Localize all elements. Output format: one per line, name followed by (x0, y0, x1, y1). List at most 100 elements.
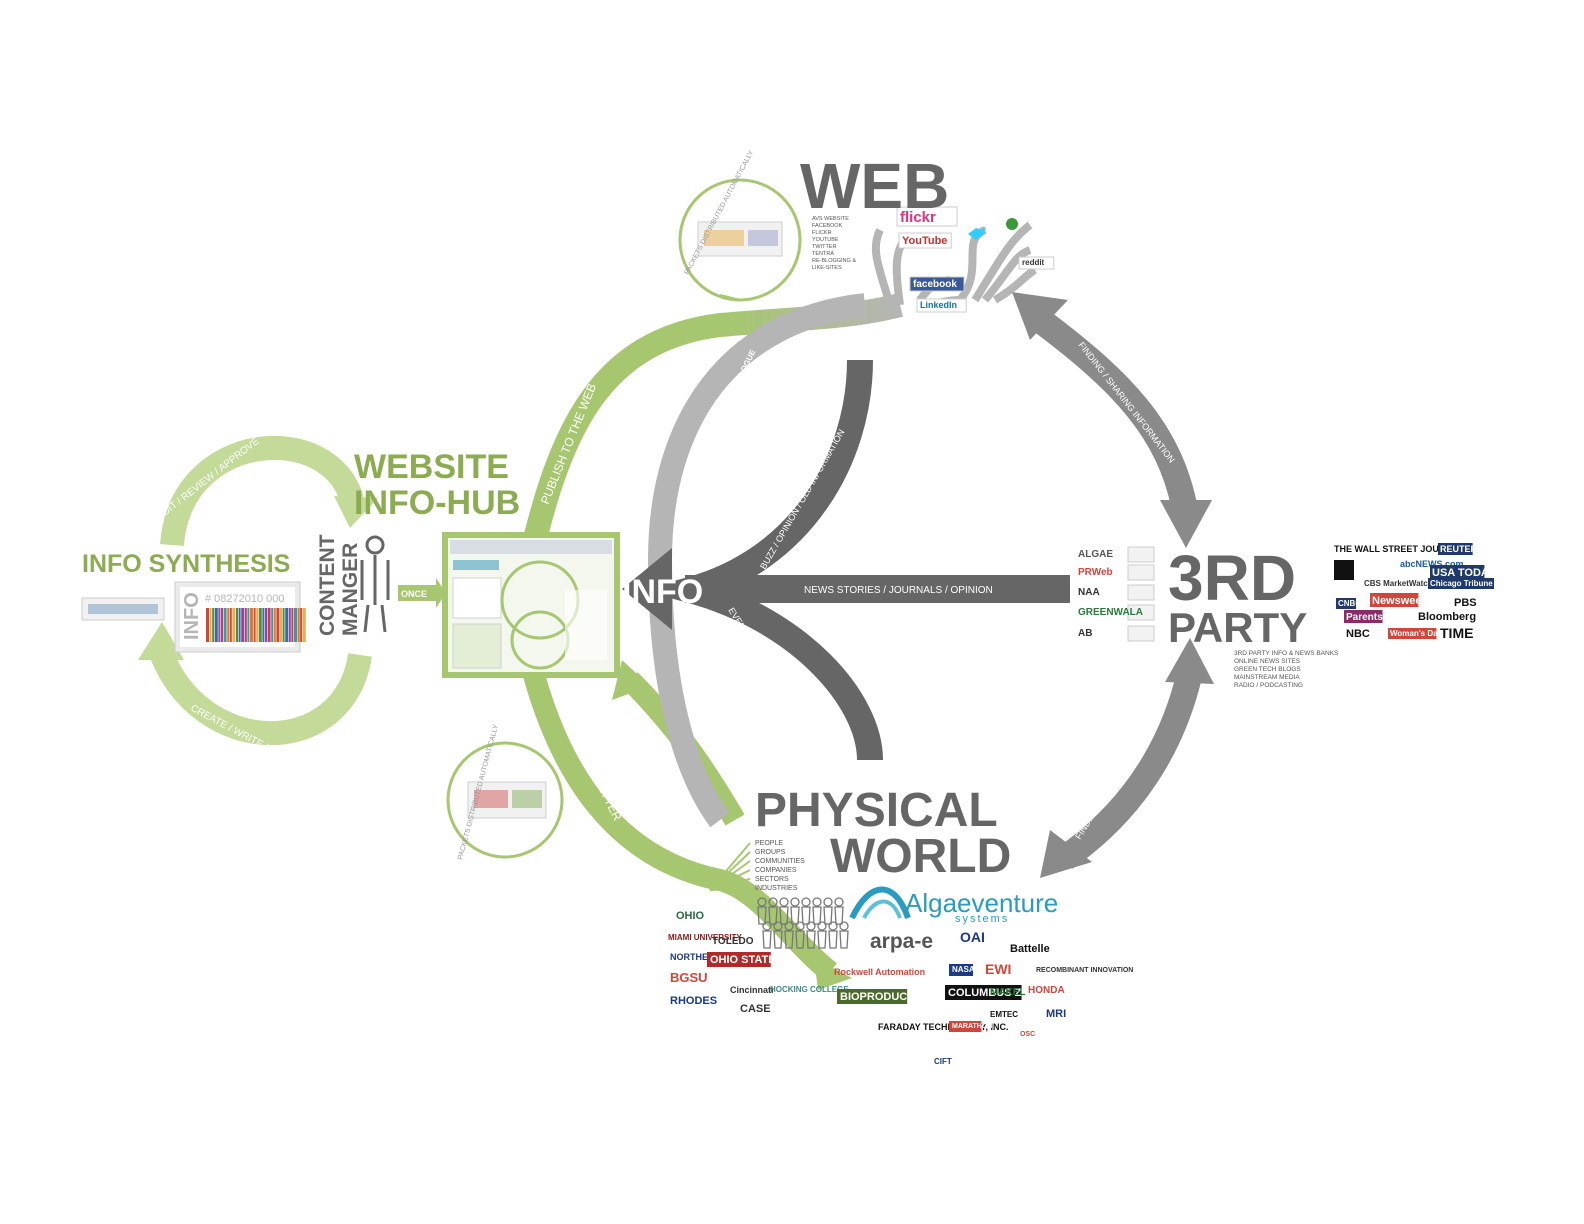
barcode-bar (236, 608, 238, 642)
tribune-t-icon (1334, 560, 1354, 580)
partner-logo: TOLEDO (712, 936, 754, 947)
logo-bg (1344, 610, 1383, 623)
logo-bg (707, 952, 771, 967)
barcode-bar (267, 608, 271, 642)
third-party-logo: abcNEWS.com (1400, 559, 1464, 569)
barcode-bar (297, 608, 300, 642)
third-party-left-logo: ALGAE (1078, 549, 1113, 560)
physical-list-item: COMPANIES (755, 867, 797, 874)
logo-screenshot (1127, 584, 1155, 601)
partner-logo: HONDA (1028, 985, 1065, 996)
logo-bg (837, 989, 908, 1004)
third-title-line1: 3RD (1168, 542, 1296, 614)
web-logo-box (916, 298, 967, 313)
packets-circle-bottom (446, 741, 564, 859)
partner-logo: RHODES (670, 995, 717, 1007)
partner-logo: arpa-e (870, 930, 933, 953)
web-logo: flickr (900, 209, 936, 226)
barcode-bar (262, 608, 265, 642)
barcode-bar (218, 608, 221, 642)
people-group-icon (757, 897, 849, 949)
person-icon (839, 921, 849, 949)
once-arrow (398, 578, 446, 608)
content-manager-figure (360, 535, 390, 633)
third-party-logo: CBS MarketWatch (1364, 579, 1433, 588)
person-icon (757, 897, 767, 925)
web-title: WEB (800, 150, 949, 222)
physical-list-item: SECTORS (755, 876, 789, 883)
barcode-bar (273, 608, 276, 642)
person-icon (828, 921, 838, 949)
barcode-bar (227, 608, 230, 642)
barcode-bar (221, 608, 223, 642)
buzz-label: BUZZ / OPINION / OLD INFORMATION (758, 428, 847, 571)
partner-logo: EMTEC (990, 1010, 1018, 1019)
info-synthesis-title: INFO SYNTHESIS (82, 550, 290, 578)
barcode-bar (271, 608, 274, 642)
create-write-label: CREATE / WRITE / INTERPRET (189, 703, 323, 781)
barcode-bar (247, 608, 250, 642)
web-list-item: FACEBOOK (812, 223, 843, 229)
finding-sharing-bottom-arrow (1040, 638, 1214, 878)
web-logo: reddit (1022, 258, 1045, 267)
logo-bg (945, 985, 1022, 1000)
barcode-bar (232, 608, 236, 642)
barcode-bar (291, 608, 294, 642)
web-list-item: FLICKR (812, 230, 832, 236)
physical-list-item: INDUSTRIES (755, 885, 798, 892)
manger-label: MANGER (339, 543, 362, 636)
barcode-bar (276, 608, 280, 642)
partner-logo: OHIO (676, 910, 705, 922)
content-label: CONTENT (316, 534, 339, 636)
person-icon (779, 897, 789, 925)
partner-logo: FARADAY TECHNOLOGY, INC. (878, 1022, 1009, 1032)
web-list-item: TWITTER (812, 244, 836, 250)
logo-screenshot (1127, 546, 1155, 563)
web-logo-box (1018, 256, 1055, 270)
partner-logo: BIOPRODUCTS (840, 991, 921, 1003)
partner-logo: RECOMBINANT INNOVATION (1036, 967, 1133, 974)
logo-bg (1430, 565, 1485, 579)
third-party-list-item: 3RD PARTY INFO & NEWS BANKS (1234, 650, 1339, 657)
barcode-bar (256, 608, 259, 642)
third-party-logo: CNBC (1338, 599, 1361, 608)
third-party-logo: Woman's Day (1390, 629, 1443, 638)
partner-logo: Cincinnati (730, 985, 774, 995)
brand-name: Algaeventure (905, 888, 1058, 918)
barcode-bar (294, 608, 297, 642)
web-logo: YouTube (902, 235, 947, 247)
person-icon (784, 921, 794, 949)
barcode-bar (285, 608, 289, 642)
barcode-number: # 08272010 000 (205, 593, 285, 605)
logo-bg (1428, 578, 1494, 589)
person-icon (834, 897, 844, 925)
twitter-bird-icon (968, 226, 986, 240)
person-icon (790, 897, 800, 925)
third-party-list-item: GREEN TECH BLOGS (1234, 666, 1301, 673)
third-party-logo: THE WALL STREET JOURNAL (1334, 544, 1464, 554)
third-party-logo: REUTERS (1440, 544, 1483, 554)
partner-logo: OSC (1020, 1031, 1035, 1038)
person-icon (762, 921, 772, 949)
website-title-line1: WEBSITE (354, 448, 509, 486)
logo-screenshot (1127, 604, 1155, 621)
physical-fan (709, 842, 751, 891)
barcode-bar (302, 608, 306, 642)
info-box-word: INFO (181, 592, 203, 640)
third-party-list-item: MAINSTREAM MEDIA (1234, 674, 1300, 681)
person-icon (812, 897, 822, 925)
web-list: AVS WEBSITEFACEBOOKFLICKRYOUTUBETWITTERT… (812, 216, 856, 271)
partner-logo: CASE (740, 1003, 771, 1015)
logo-bg (1370, 593, 1419, 607)
logo-screenshot (1127, 564, 1155, 581)
physical-list: PEOPLEGROUPSCOMMUNITIESCOMPANIESSECTORSI… (755, 840, 805, 892)
website-info-hub-screen[interactable] (442, 532, 620, 678)
barcode-bar (265, 608, 267, 642)
barcode-bar (241, 608, 245, 642)
person-icon (801, 897, 811, 925)
physical-title-line1: PHYSICAL (755, 784, 998, 837)
partner-logo: OHIO STATE (710, 954, 776, 966)
third-party-logo: USA TODAY (1432, 567, 1496, 579)
